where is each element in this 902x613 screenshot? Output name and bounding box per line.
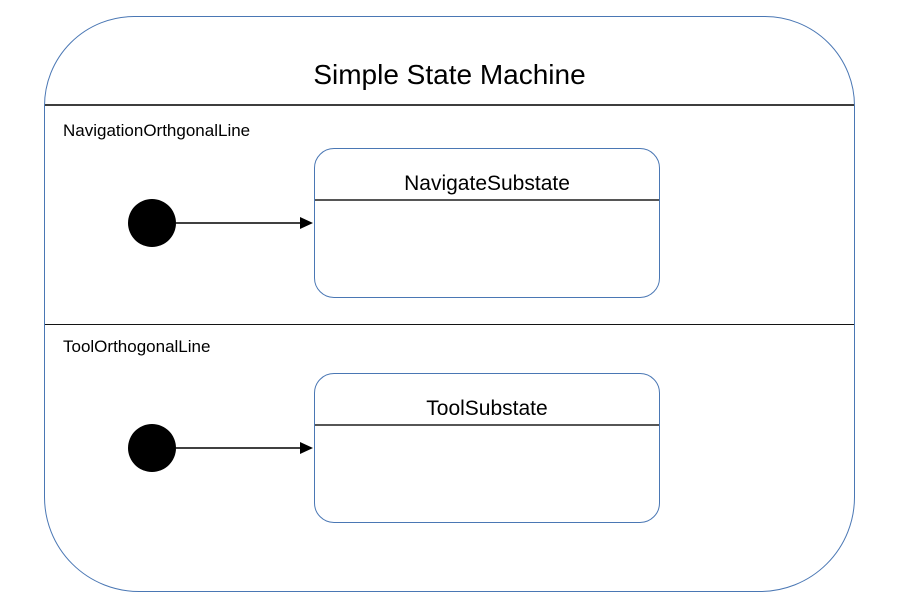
region-tool[interactable]: ToolOrthogonalLine ToolSubstate [44, 325, 855, 592]
state-body-compartment [315, 201, 659, 297]
state-title-separator [315, 199, 659, 201]
region-navigation-label: NavigationOrthgonalLine [63, 121, 251, 140]
initial-state-node[interactable] [128, 424, 176, 472]
region-navigation[interactable]: NavigationOrthgonalLine NavigateSubstate [44, 105, 855, 323]
region-divider-line [45, 323, 854, 325]
state-node-navigate-title: NavigateSubstate [404, 172, 570, 195]
state-machine-title: Simple State Machine [313, 59, 586, 90]
state-node-tool-title: ToolSubstate [426, 397, 548, 420]
state-body-compartment [315, 426, 659, 522]
state-node-navigate[interactable]: NavigateSubstate [314, 148, 660, 298]
transition-arrow[interactable] [176, 214, 314, 232]
state-machine-frame[interactable] [44, 16, 855, 592]
region-tool-label: ToolOrthogonalLine [63, 337, 211, 356]
transition-arrow[interactable] [176, 439, 314, 457]
state-node-tool[interactable]: ToolSubstate [314, 373, 660, 523]
title-separator-line [45, 104, 854, 106]
initial-state-node[interactable] [128, 199, 176, 247]
state-title-separator [315, 424, 659, 426]
